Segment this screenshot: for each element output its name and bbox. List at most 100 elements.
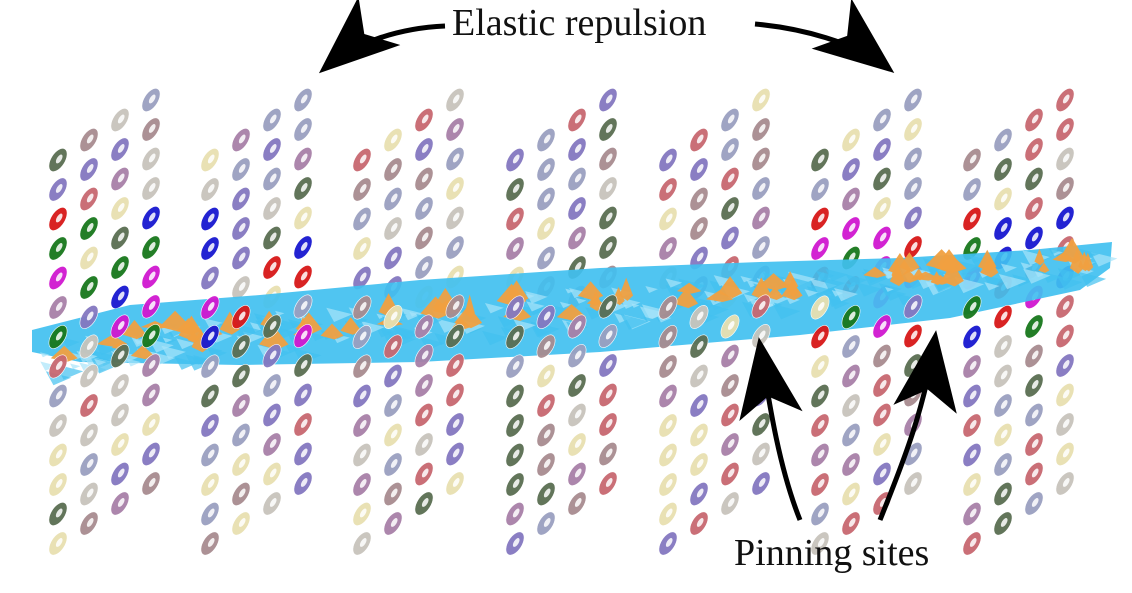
vortex-ellipse (79, 275, 99, 300)
vortex-ellipse (720, 196, 740, 221)
vortex-ellipse (48, 531, 68, 556)
vortex-ellipse (48, 148, 68, 172)
vortex-ellipse (810, 384, 830, 408)
sheet-facet (1090, 251, 1118, 267)
vortex-ellipse (262, 403, 282, 427)
vortex-ellipse (352, 443, 372, 467)
vortex-ellipse (505, 531, 525, 556)
sheet-facet (631, 303, 640, 308)
vortex-ellipse (48, 177, 68, 202)
vortex-ellipse (383, 187, 403, 211)
pinning-site (320, 323, 344, 340)
sheet-facet (773, 302, 783, 308)
vortex-ellipse (689, 128, 709, 152)
vortex-ellipse (110, 432, 130, 457)
vortex-ellipse (141, 412, 161, 437)
vortex-ellipse (567, 167, 587, 191)
vortex-ellipse (79, 187, 99, 211)
sheet-facet (772, 304, 801, 320)
sheet-facet (185, 354, 215, 371)
vortex-ellipse (1024, 226, 1044, 250)
vortex-ellipse (567, 226, 587, 250)
vortex-ellipse (231, 187, 251, 211)
vortex-ellipse (110, 285, 130, 309)
vortex-ellipse (720, 403, 740, 427)
vortex-ellipse (293, 353, 313, 378)
vortex-ellipse (720, 226, 740, 250)
vortex-ellipse (598, 88, 618, 112)
vortex-ellipse (414, 255, 434, 280)
vortex-ellipse (141, 176, 161, 201)
vortex-ellipse (48, 354, 68, 379)
vortex-ellipse (110, 137, 130, 162)
vortex-ellipse (993, 393, 1013, 418)
vortex-ellipse (993, 187, 1013, 211)
vortex-ellipse (505, 354, 525, 379)
pinning-site (898, 269, 918, 283)
pinning-site (717, 276, 743, 299)
vortex-ellipse (141, 206, 161, 230)
sheet-facet (701, 302, 729, 318)
sheet-facet (713, 275, 734, 287)
pinning-site (1052, 252, 1075, 263)
vortex-ellipse (293, 412, 313, 437)
vortex-ellipse (79, 452, 99, 477)
vortex-ellipse (110, 344, 130, 368)
vortex-ellipse (598, 324, 618, 348)
vortex-ellipse (658, 295, 678, 320)
sheet-facet (704, 290, 717, 298)
sheet-facet (822, 277, 846, 290)
vortex-ellipse (751, 117, 771, 142)
elastic-repulsion-label: Elastic repulsion (452, 2, 707, 44)
vortex-ellipse (810, 354, 830, 379)
vortex-ellipse (445, 176, 465, 201)
vortex-ellipse (48, 266, 68, 290)
vortex-ellipse (79, 511, 99, 536)
vortex-ellipse (720, 108, 740, 132)
vortex-ellipse (872, 167, 892, 191)
pinning-site (1078, 251, 1091, 272)
vortex-ellipse (1055, 442, 1075, 466)
vortex-ellipse (79, 393, 99, 418)
vortex-ellipse (231, 246, 251, 270)
vortex-ellipse (383, 452, 403, 477)
sheet-facet (810, 284, 833, 297)
vortex-ellipse (262, 344, 282, 368)
pinning-site (899, 252, 920, 272)
vortex-ellipse (689, 511, 709, 536)
vortex-ellipse (962, 354, 982, 379)
sheet-facet (310, 332, 327, 342)
vortex-ellipse (141, 383, 161, 407)
vortex-ellipse (841, 334, 861, 359)
vortex-ellipse (414, 196, 434, 221)
pinning-site (340, 317, 362, 335)
vortex-ellipse (262, 373, 282, 398)
vortex-ellipse (720, 314, 740, 339)
vortex-ellipse (1024, 108, 1044, 132)
elastic-arrow-left (318, 0, 446, 74)
sheet-facet (1048, 248, 1060, 255)
vortex-ellipse (200, 148, 220, 172)
vortex-ellipse (598, 294, 618, 319)
vortex-ellipse (598, 383, 618, 407)
vortex-ellipse (445, 206, 465, 230)
vortex-ellipse (445, 471, 465, 496)
vortex-ellipse (903, 147, 923, 171)
vortex-ellipse (962, 384, 982, 408)
vortex-ellipse (293, 442, 313, 466)
vortex-ellipse (505, 325, 525, 349)
pinning-site (219, 311, 240, 335)
vortex-ellipse (751, 147, 771, 171)
vortex-ellipse (352, 325, 372, 349)
vortex-ellipse (262, 314, 282, 339)
vortex-ellipse (110, 167, 130, 191)
sheet-facet (284, 343, 302, 354)
sheet-facet (484, 302, 504, 314)
vortex-ellipse (536, 511, 556, 536)
vortex-ellipse (841, 452, 861, 477)
vortex-ellipse (262, 226, 282, 250)
vortex-ellipse (1024, 403, 1044, 427)
vortex-ellipse (110, 403, 130, 427)
sheet-facet (984, 282, 1000, 291)
vortex-ellipse (200, 236, 220, 261)
